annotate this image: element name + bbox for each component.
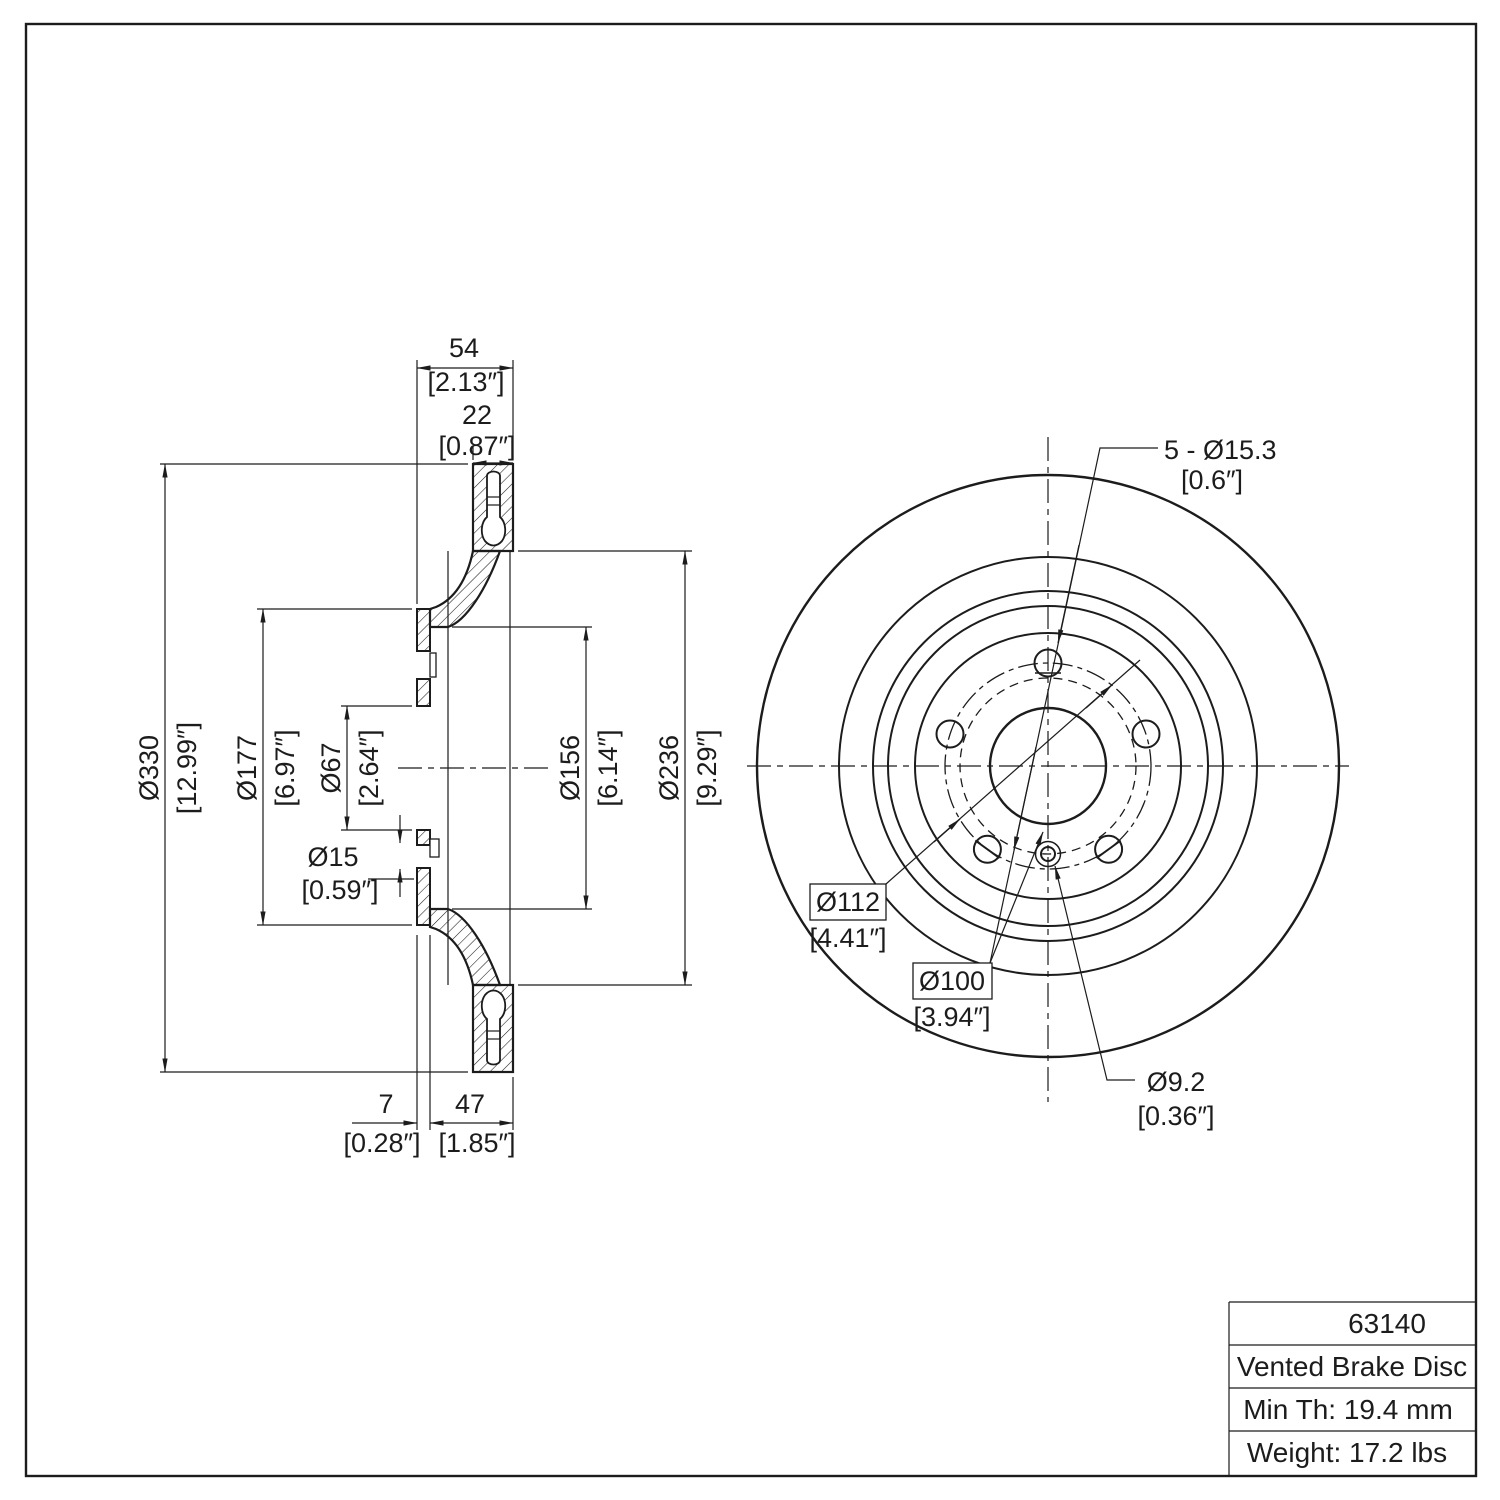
bolt-holes [935, 648, 1161, 864]
hat-face-seg3 [416, 829, 431, 846]
section-view: 54 [2.13″] 22 [0.87″] Ø330 [12.99″] Ø177… [134, 333, 722, 1158]
dim-bolt-circle-in: [4.41″] [809, 923, 886, 953]
dim-hat-depth-in: [1.85″] [438, 1128, 515, 1158]
dim-hat-face-in: [0.28″] [343, 1128, 420, 1158]
screw-hole-boss [429, 838, 440, 858]
dim-outer-dia-mm: Ø330 [134, 735, 164, 801]
dim-screw-hole-in: [0.59″] [301, 875, 378, 905]
dim-bolt-circle-mm: Ø112 [816, 887, 880, 917]
hat-face-seg2 [416, 678, 431, 707]
hat-transition-circle [872, 590, 1224, 942]
hat-face-seg4 [416, 867, 431, 926]
center-bore-circle [988, 706, 1108, 826]
dim-bolt-holes-mm: 5 - Ø15.3 [1164, 435, 1277, 465]
title-block: 63140 Vented Brake Disc Min Th: 19.4 mm … [1228, 1301, 1476, 1476]
dim-ring-inner-dia-mm: Ø236 [654, 735, 684, 801]
dim-hat-inner-dia-mm: Ø156 [555, 735, 585, 801]
weight: Weight: 17.2 lbs [1247, 1437, 1447, 1468]
set-screw-hole [1034, 840, 1062, 868]
bolt-circle-callout-box [809, 883, 887, 921]
dim-outer-dia-in: [12.99″] [172, 722, 202, 814]
page-border [24, 22, 1478, 1478]
hat-transition-top [428, 549, 502, 629]
vent-vane-lines [487, 496, 500, 1040]
dimension-lines [162, 365, 688, 1126]
hat-transition-bottom [428, 907, 502, 987]
part-number: 63140 [1348, 1308, 1426, 1339]
vent-channel-top [480, 470, 507, 547]
bolt-hole-boss [429, 652, 437, 678]
dim-hat-dia-mm: Ø177 [232, 735, 262, 801]
dim-screw-hole-mm: Ø15 [307, 842, 358, 872]
bolt-circle [944, 662, 1152, 870]
leader-lines [885, 447, 1158, 1081]
dim-ring-width-mm: 22 [462, 400, 492, 430]
dim-hat-depth-mm: 47 [455, 1089, 485, 1119]
hat-inner-circle [914, 632, 1182, 900]
min-thickness: Min Th: 19.4 mm [1243, 1394, 1453, 1425]
dim-hat-inner-dia-in: [6.14″] [593, 729, 623, 806]
front-view: 5 - Ø15.3 [0.6″] Ø112 [4.41″] Ø100 [3.94… [747, 435, 1349, 1131]
part-description: Vented Brake Disc [1237, 1351, 1467, 1382]
extension-lines [160, 360, 692, 1130]
dim-set-screw-mm: Ø9.2 [1147, 1067, 1206, 1097]
outer-diameter-circle [755, 473, 1341, 1059]
vent-channel-bottom [480, 989, 507, 1066]
hat-outer-circle [887, 605, 1209, 927]
dim-screw-circle-mm: Ø100 [919, 966, 985, 996]
ring-inner-circle [838, 556, 1258, 976]
screw-circle-callout-box [912, 962, 993, 1000]
dim-hat-dia-in: [6.97″] [270, 729, 300, 806]
dim-screw-circle-in: [3.94″] [913, 1002, 990, 1032]
dim-total-width-in: [2.13″] [427, 367, 504, 397]
dim-bolt-holes-in: [0.6″] [1181, 465, 1243, 495]
dim-ring-width-in: [0.87″] [438, 431, 515, 461]
dim-bore-dia-in: [2.64″] [354, 729, 384, 806]
dim-total-width-mm: 54 [449, 333, 479, 363]
screw-circle [959, 677, 1137, 855]
dim-hat-face-mm: 7 [378, 1089, 393, 1119]
dim-set-screw-in: [0.36″] [1137, 1101, 1214, 1131]
dim-bore-dia-mm: Ø67 [316, 742, 346, 793]
hat-face-seg1 [416, 608, 431, 652]
dim-ring-inner-dia-in: [9.29″] [692, 729, 722, 806]
